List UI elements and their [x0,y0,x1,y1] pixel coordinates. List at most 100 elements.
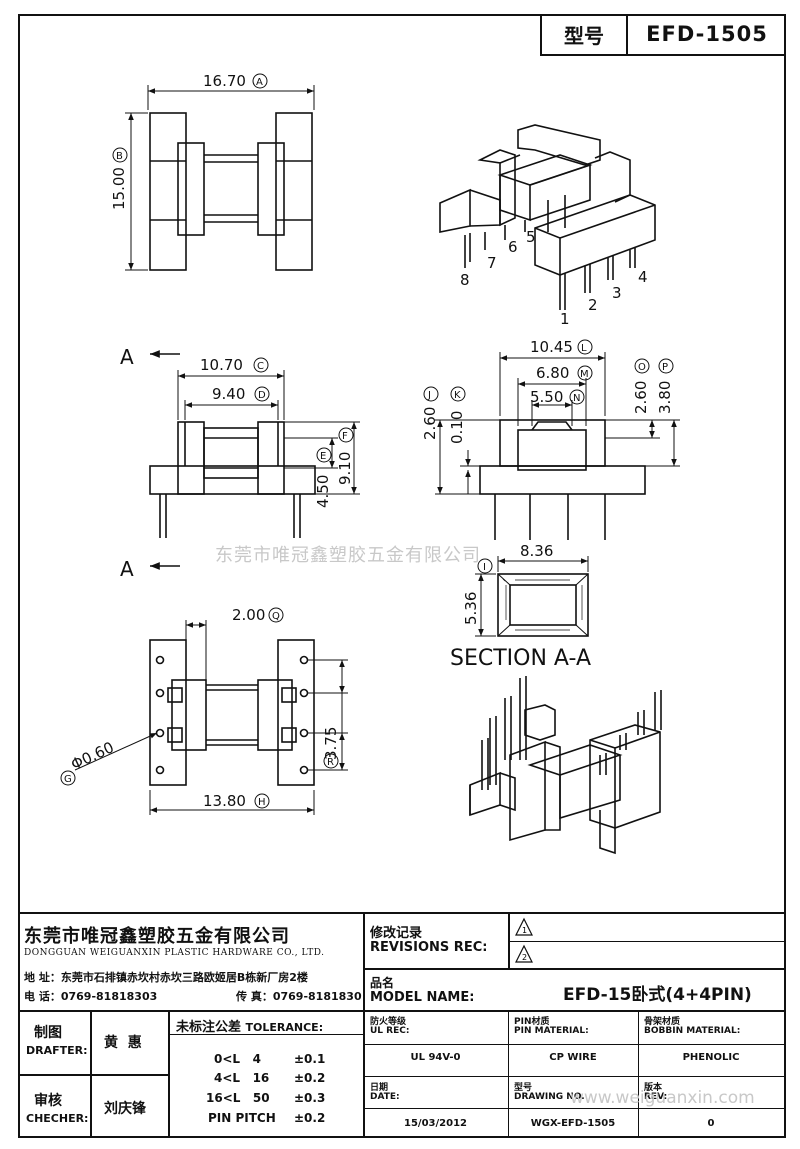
dim-T: 5.36 [462,592,480,625]
section-a-a [475,556,589,637]
model-header: 型号 EFD-1505 [540,14,786,56]
tag-L: L [577,339,593,355]
technical-drawing: 16.70 A 15.00 B 10.70 C 9.40 D 4.50 E 9.… [60,72,680,855]
tag-H: H [254,793,270,809]
date-label-en: DATE: [370,1092,400,1102]
dim-F: 9.10 [336,452,354,485]
dim-R: 3.75 [322,727,340,760]
company-name-en: DONGGUAN WEIGUANXIN PLASTIC HARDWARE CO.… [24,948,325,958]
company-address: 地 址：东莞市石排镇赤坎村赤坎三路欧姬居B栋新厂房2楼 [24,971,308,984]
tolerance-range-2: 4<L 16 [214,1071,270,1085]
bobbin-material-label-en: BOBBIN MATERIAL: [644,1026,741,1036]
svg-text:P: P [662,362,668,373]
tag-A: A [252,73,268,89]
checker-name: 刘庆锋 [104,1101,146,1117]
tag-I: I [477,558,493,574]
side-view [435,352,680,540]
section-arrow-bottom: A [120,557,134,581]
tag-F: F [338,427,354,443]
drawing-frame [18,14,786,1138]
drafter-label-en: DRAFTER: [26,1044,88,1057]
tolerance-label: 未标注公差 TOLERANCE: [176,1020,324,1035]
title-block: 东莞市唯冠鑫塑胶五金有限公司 DONGGUAN WEIGUANXIN PLAST… [18,912,786,1138]
pin-label-2: 2 [588,296,598,314]
tag-O: O [634,358,650,374]
tolerance-value-3: ±0.3 [294,1091,326,1105]
dim-L: 10.45 [530,338,573,356]
checker-label-en: CHECHER: [26,1112,89,1125]
dim-B: 15.00 [110,167,128,210]
tag-C: C [253,357,269,373]
drafter-name: 黄 惠 [104,1035,142,1051]
tag-B: B [112,147,128,163]
tag-Q: Q [268,607,284,623]
tag-J: J [423,386,439,402]
drawing-no-label-en: DRAWING NO. [514,1092,585,1102]
pin-label-7: 7 [487,254,497,272]
section-title: SECTION A-A [450,646,591,671]
tolerance-value-1: ±0.1 [294,1052,326,1066]
dim-E: 4.50 [314,475,332,508]
pin-material-label-en: PIN MATERIAL: [514,1026,589,1036]
company-tel: 电 话：0769-81818303 [24,990,158,1003]
svg-text:L: L [581,343,587,354]
tag-G: G [60,770,76,786]
drawing-no-value: WGX-EFD-1505 [530,1118,616,1129]
bottom-view [74,620,348,815]
pin-material-label-cn: PIN材质 [514,1017,550,1027]
drafter-label-cn: 制图 [34,1025,62,1041]
rev-label-cn: 版本 [644,1083,663,1093]
tolerance-range-1: 0<L 4 [214,1052,261,1066]
iso-view-bottom [469,676,662,855]
pin-label-6: 6 [508,238,518,256]
svg-text:O: O [638,362,646,373]
ul-value: UL 94V-0 [410,1052,461,1063]
top-view [125,85,315,271]
date-value: 15/03/2012 [404,1118,467,1129]
dim-O: 2.60 [632,381,650,414]
tag-K: K [450,386,466,402]
dim-K: 0.10 [448,411,466,444]
iso-view-top [439,124,656,310]
svg-text:I: I [483,562,486,573]
dim-C: 10.70 [200,356,243,374]
company-name-cn: 东莞市唯冠鑫塑胶五金有限公司 [24,926,290,947]
dim-A: 16.70 [203,72,246,90]
checker-label-cn: 审核 [34,1093,62,1109]
tag-D: D [254,386,270,402]
model-label: 型号 [542,14,628,54]
svg-text:M: M [580,369,589,380]
tag-N: N [569,389,585,405]
bobbin-material-value: PHENOLIC [682,1052,740,1063]
pin-label-3: 3 [612,284,622,302]
svg-text:J: J [427,390,431,401]
dim-H: 13.80 [203,792,246,810]
tag-M: M [577,365,593,381]
svg-text:K: K [454,390,461,401]
dim-P: 3.80 [656,381,674,414]
tag-P: P [658,358,674,374]
watermark-bottom: www.weiguanxin.com [570,1088,755,1108]
dim-N: 5.50 [530,388,563,406]
model-name-label-en: MODEL NAME: [370,990,475,1005]
svg-text:A: A [256,77,263,88]
dim-J: 2.60 [421,407,439,440]
tolerance-value-pitch: ±0.2 [294,1111,326,1125]
svg-text:R: R [327,757,334,768]
model-value: EFD-1505 [646,22,768,46]
svg-text:Q: Q [272,611,280,622]
revisions-label-cn: 修改记录 [370,926,423,941]
dim-Q: 2.00 [232,606,265,624]
svg-text:B: B [116,151,123,162]
watermark-center: 东莞市唯冠鑫塑胶五金有限公司 [215,545,481,566]
dim-I: 8.36 [520,542,553,560]
svg-text:2: 2 [522,953,527,962]
dim-M: 6.80 [536,364,569,382]
tolerance-value-2: ±0.2 [294,1071,326,1085]
tag-R: R [323,753,339,769]
svg-text:C: C [257,361,264,372]
rev-label-en: REV: [644,1092,668,1102]
revisions-label-en: REVISIONS REC: [370,940,488,955]
revision-triangle-1: 1 [514,917,534,937]
rev-value: 0 [707,1118,715,1129]
